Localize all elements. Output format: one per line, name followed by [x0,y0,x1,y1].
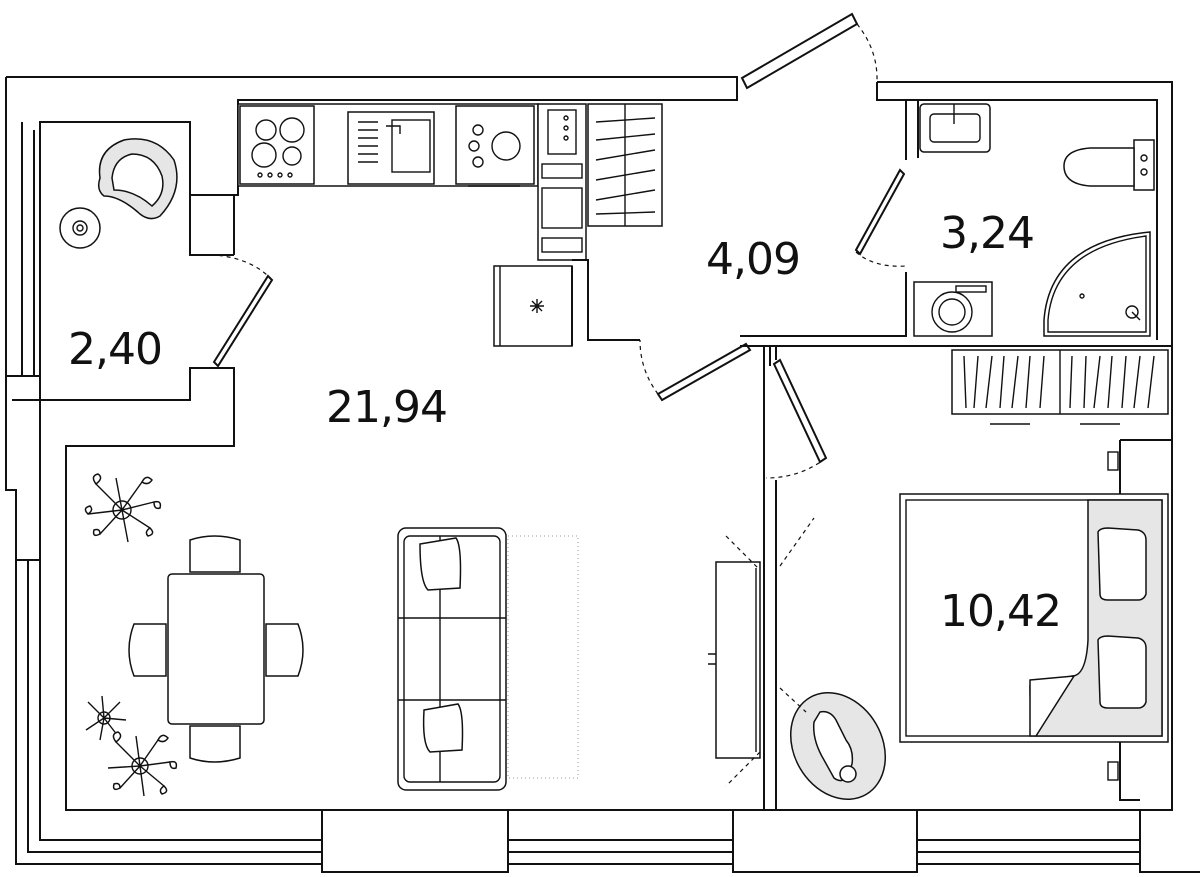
interior-doors [212,168,907,479]
tv-icon [708,517,815,787]
area-labels: 2,40 21,94 4,09 3,24 10,42 [68,208,1062,637]
plant-icon [107,731,178,797]
plant-icon [84,473,162,543]
area-label-balcony: 2,40 [68,324,162,375]
fridge-icon [493,265,573,347]
wardrobe-hall-icon [587,103,663,227]
bedroom-wardrobe-icon [951,349,1169,425]
area-label-bedroom: 10,42 [940,586,1061,637]
side-table-icon [59,207,101,249]
area-label-hallway: 4,09 [706,234,800,285]
oven-column-icon [537,103,587,261]
entrance-door [740,12,878,90]
rug-dog-icon [789,691,887,801]
sofa-icon [397,527,579,791]
appliance-icon [455,105,535,187]
area-label-living-kitchen: 21,94 [326,382,447,433]
outer-walls [5,76,1200,873]
washing-machine-icon [913,281,993,337]
hall-walls [571,100,1172,810]
stove-icon [239,105,315,185]
plant-icon [85,695,127,741]
lounge-chair-icon [97,138,178,220]
kitchen-unit [237,103,663,347]
bed-icon [899,439,1172,801]
dining-table-icon [128,535,304,763]
bathroom-fixtures [913,103,1155,337]
shower-icon [1043,231,1151,337]
washbasin-icon [919,103,991,153]
sink-icon [347,111,435,185]
area-label-bathroom: 3,24 [940,208,1034,259]
toilet-icon [1063,139,1155,191]
